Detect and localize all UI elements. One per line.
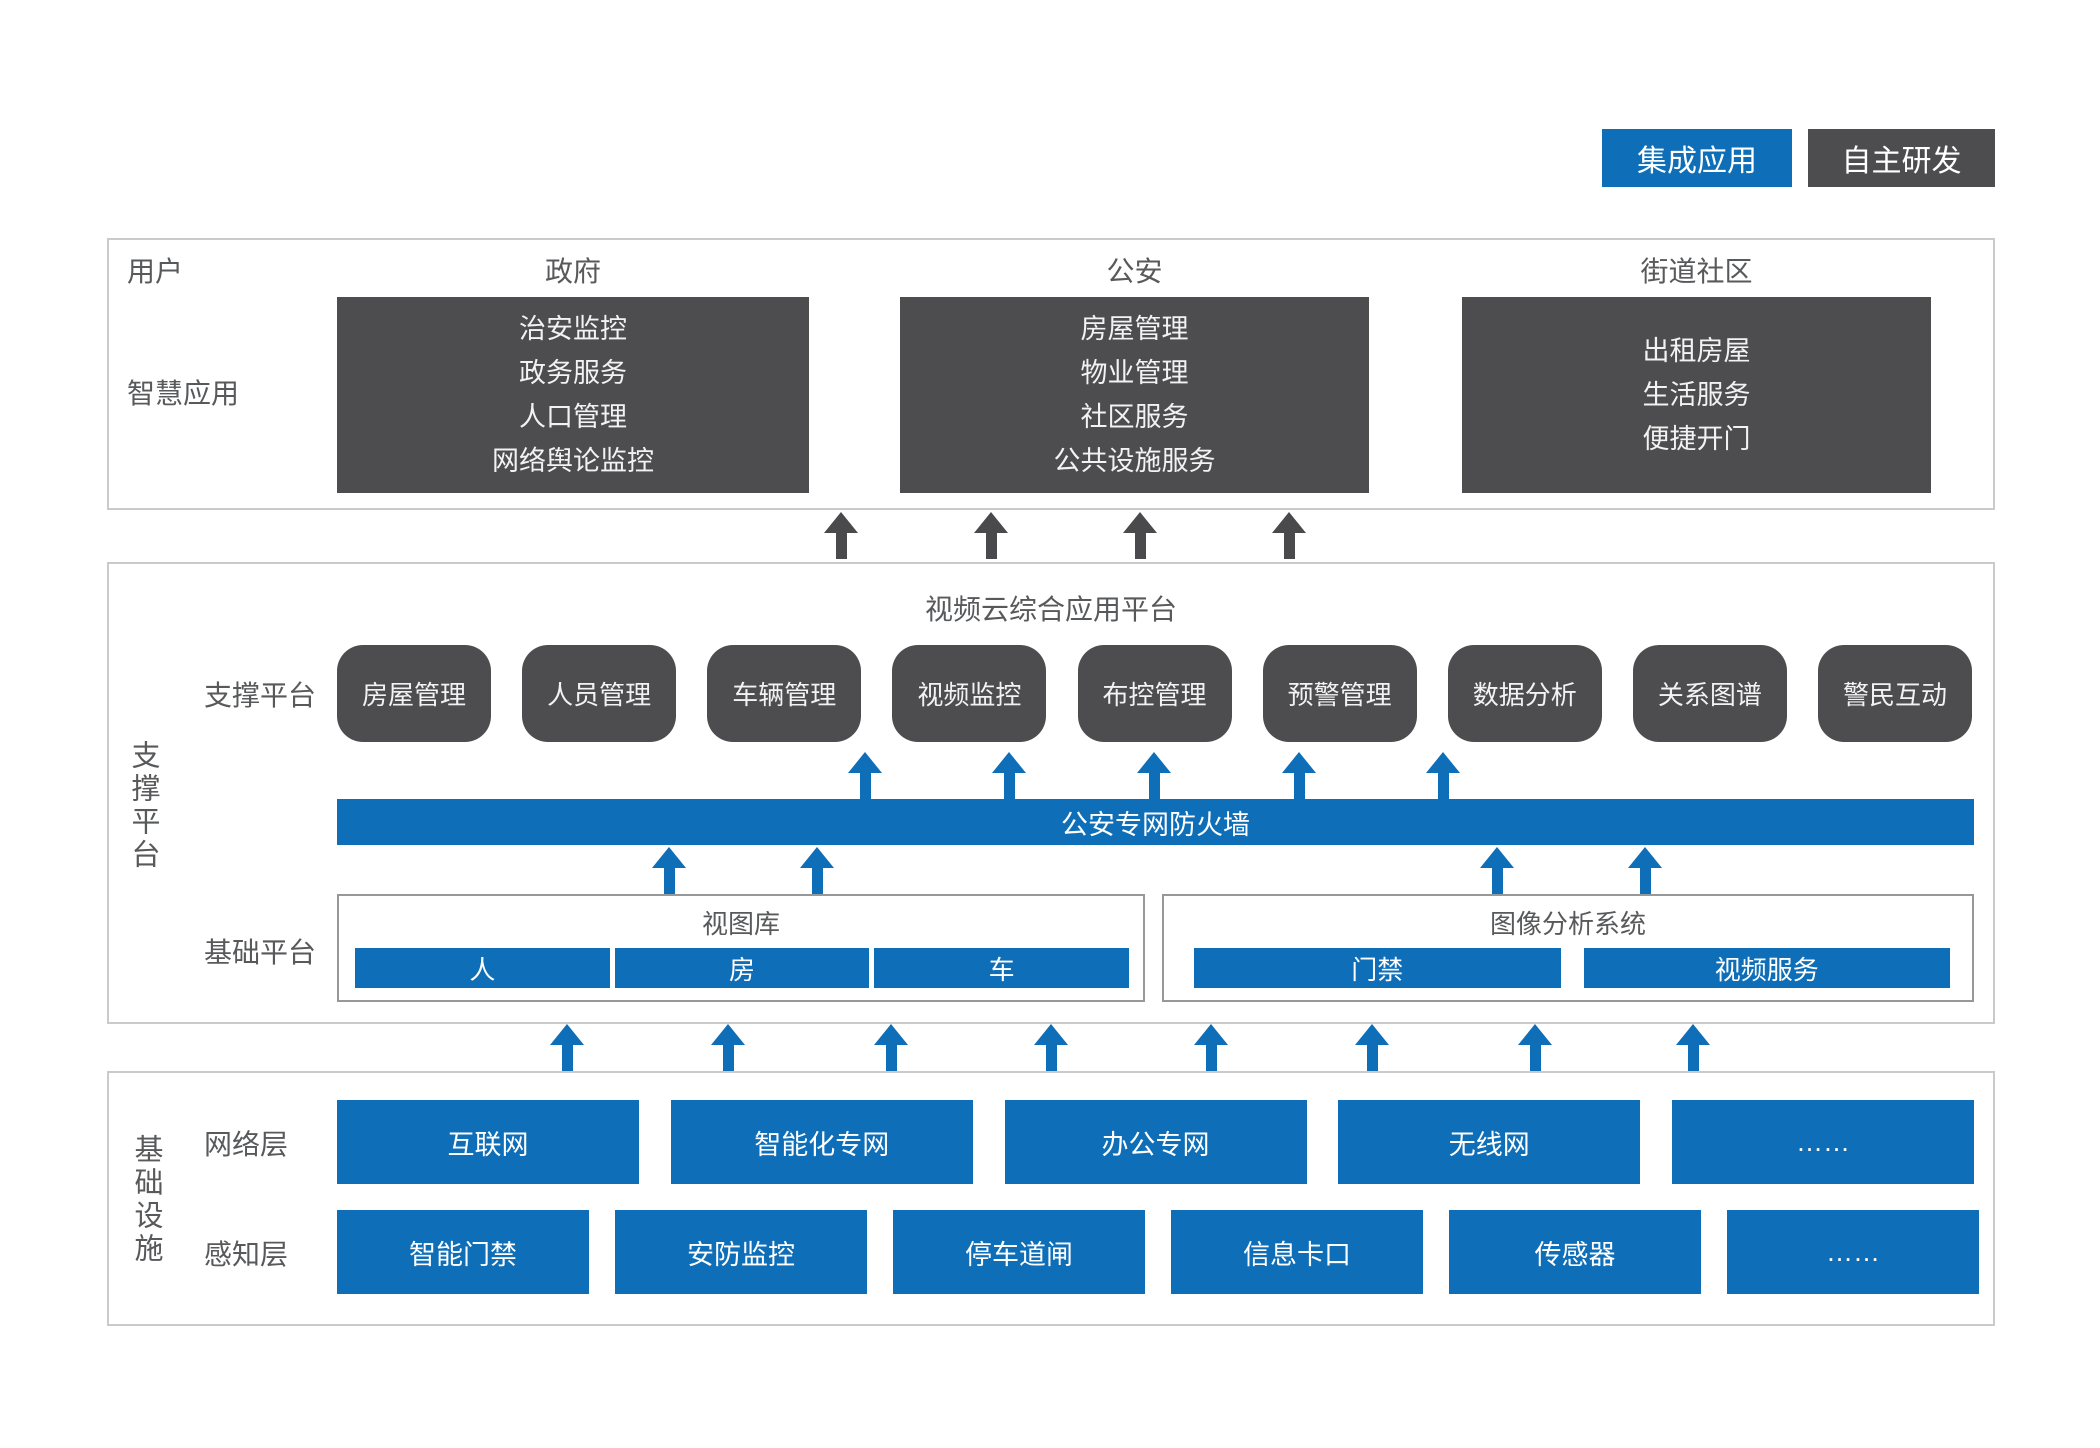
government-apps-box: 治安监控 政务服务 人口管理 网络舆论监控 <box>337 297 809 493</box>
up-arrow-icon <box>550 1024 584 1071</box>
network-office-private: 办公专网 <box>1004 1100 1307 1184</box>
app-item: 人口管理 <box>519 402 627 432</box>
app-item: 便捷开门 <box>1642 424 1751 454</box>
network-more: …… <box>1672 1100 1974 1184</box>
module-control-management: 布控管理 <box>1077 645 1232 742</box>
module-warning-management: 预警管理 <box>1262 645 1417 742</box>
support-modules-row: 房屋管理 人员管理 车辆管理 视频监控 布控管理 预警管理 数据分析 关系图谱 … <box>337 645 1972 742</box>
up-arrow-icon <box>974 512 1008 559</box>
legend-self-developed-label: 自主研发 <box>1841 145 1962 178</box>
perception-security-monitoring: 安防监控 <box>615 1210 867 1294</box>
bar-vehicle: 车 <box>874 948 1130 988</box>
network-internet: 互联网 <box>337 1100 639 1184</box>
up-arrow-icon <box>992 752 1026 799</box>
perception-parking-barrier: 停车道闸 <box>893 1210 1145 1294</box>
app-item: 公共设施服务 <box>1053 446 1216 476</box>
firewall-label: 公安专网防火墙 <box>1061 809 1250 840</box>
app-item: 治安监控 <box>519 314 627 344</box>
view-library-title: 视图库 <box>701 909 780 939</box>
perception-layer-row: 智能门禁 安防监控 停车道闸 信息卡口 传感器 …… <box>337 1210 1979 1294</box>
perception-info-checkpoint: 信息卡口 <box>1171 1210 1423 1294</box>
community-apps-box: 出租房屋 生活服务 便捷开门 <box>1462 297 1931 493</box>
up-arrow-icon <box>848 752 882 799</box>
app-item: 生活服务 <box>1642 380 1751 410</box>
up-arrow-icon <box>1480 847 1514 894</box>
up-arrow-icon <box>711 1024 745 1071</box>
module-personnel-management: 人员管理 <box>522 645 677 742</box>
view-library-bars: 人 房 车 <box>355 948 1130 988</box>
legend-integrated-application: 集成应用 <box>1602 129 1792 187</box>
network-intelligent-private: 智能化专网 <box>670 1100 973 1184</box>
user-layer-label: 用户 <box>127 256 184 287</box>
up-arrow-icon <box>874 1024 908 1071</box>
support-platform-row-label: 支撑平台 <box>204 680 317 711</box>
up-arrow-icon <box>1034 1024 1068 1071</box>
platform-title: 视频云综合应用平台 <box>924 594 1177 625</box>
app-item: 政务服务 <box>519 358 627 388</box>
perception-smart-access: 智能门禁 <box>337 1210 589 1294</box>
up-arrow-icon <box>1628 847 1662 894</box>
up-arrow-icon <box>1272 512 1306 559</box>
up-arrow-icon <box>652 847 686 894</box>
bar-house: 房 <box>614 948 870 988</box>
legend-self-developed: 自主研发 <box>1808 129 1995 187</box>
app-item: 物业管理 <box>1080 358 1189 388</box>
module-relation-graph: 关系图谱 <box>1632 645 1787 742</box>
group-header-government: 政府 <box>544 256 601 287</box>
up-arrow-icon <box>824 512 858 559</box>
up-arrow-icon <box>1282 752 1316 799</box>
up-arrow-icon <box>1355 1024 1389 1071</box>
smart-application-label: 智慧应用 <box>127 378 240 409</box>
up-arrow-icon <box>1426 752 1460 799</box>
infrastructure-side-label: 基础设施 <box>130 1134 162 1266</box>
module-house-management: 房屋管理 <box>337 645 491 742</box>
network-layer-row: 互联网 智能化专网 办公专网 无线网 …… <box>337 1100 1974 1184</box>
bar-person: 人 <box>355 948 610 988</box>
base-platform-label: 基础平台 <box>204 937 317 968</box>
module-police-citizen-interaction: 警民互动 <box>1818 645 1972 742</box>
image-analysis-bars: 门禁 视频服务 <box>1194 948 1950 988</box>
up-arrow-icon <box>1518 1024 1552 1071</box>
firewall-bar: 公安专网防火墙 <box>337 799 1974 845</box>
app-item: 出租房屋 <box>1642 336 1751 366</box>
module-vehicle-management: 车辆管理 <box>707 645 862 742</box>
up-arrow-icon <box>1676 1024 1710 1071</box>
up-arrow-icon <box>1194 1024 1228 1071</box>
group-header-police: 公安 <box>1106 256 1163 287</box>
view-library-box: 视图库 人 房 车 <box>337 894 1145 1002</box>
perception-layer-label: 感知层 <box>204 1239 289 1270</box>
bar-video-service: 视频服务 <box>1583 948 1950 988</box>
app-item: 社区服务 <box>1080 402 1189 432</box>
network-layer-label: 网络层 <box>204 1129 289 1160</box>
image-analysis-box: 图像分析系统 门禁 视频服务 <box>1162 894 1974 1002</box>
image-analysis-title: 图像分析系统 <box>1489 909 1646 939</box>
support-platform-side-label: 支撑平台 <box>127 740 159 872</box>
network-wireless: 无线网 <box>1338 1100 1641 1184</box>
group-header-community: 街道社区 <box>1640 256 1753 287</box>
up-arrow-icon <box>1123 512 1157 559</box>
module-video-surveillance: 视频监控 <box>892 645 1047 742</box>
legend-integrated-label: 集成应用 <box>1637 145 1757 178</box>
up-arrow-icon <box>1137 752 1171 799</box>
app-item: 网络舆论监控 <box>492 446 654 476</box>
up-arrow-icon <box>800 847 834 894</box>
police-apps-box: 房屋管理 物业管理 社区服务 公共设施服务 <box>900 297 1369 493</box>
module-data-analysis: 数据分析 <box>1447 645 1602 742</box>
bar-access-control: 门禁 <box>1194 948 1561 988</box>
app-item: 房屋管理 <box>1080 314 1189 344</box>
perception-more: …… <box>1727 1210 1979 1294</box>
perception-sensor: 传感器 <box>1449 1210 1701 1294</box>
